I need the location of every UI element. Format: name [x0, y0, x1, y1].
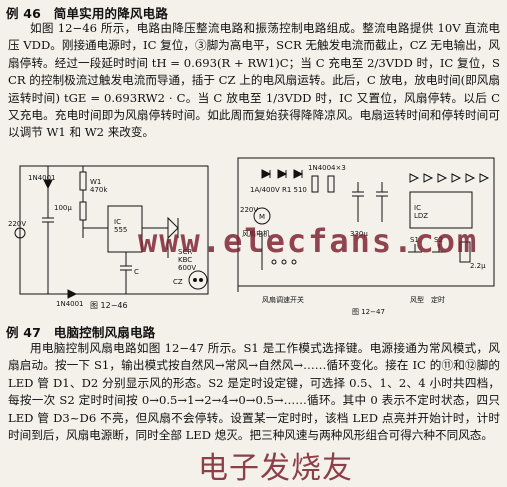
- fan-motor-label: 风扇电机: [242, 229, 270, 238]
- fan-symbol-label: M: [259, 213, 265, 221]
- s1-label: S1: [410, 236, 419, 244]
- diode-label-47: 1N4004×3: [308, 164, 346, 172]
- mode-timer-label: 风型 定时: [410, 295, 445, 304]
- v1-label: 1A/400V R1 510: [250, 186, 307, 194]
- voltage-label: 220V: [8, 220, 26, 228]
- example-46-paragraph: 如图 12−46 所示，电路由降压整流电路和振荡控制电路组成。整流电路提供 10…: [8, 21, 500, 140]
- cap-100-label: 100μ: [54, 204, 72, 212]
- voltage-label-47: 220V: [240, 206, 258, 214]
- diode-top-label: 1N4001: [28, 174, 56, 182]
- cz-label: CZ: [173, 278, 183, 286]
- cap-2-2-label: 2.2μ: [470, 262, 486, 270]
- cap-330-label: 330μ: [350, 230, 368, 238]
- speed-switch-label: 风扇调速开关: [262, 295, 304, 304]
- example-47-paragraph: 用电脑控制风扇电路如图 12−47 所示。S1 是工作模式选择键。电源接通为常风…: [8, 341, 500, 443]
- s2-label: S2: [434, 236, 443, 244]
- diode-bottom-label: 1N4001: [56, 300, 84, 308]
- example-47-heading: 例 47 电脑控制风扇电路: [6, 325, 156, 340]
- example-46-heading: 例 46 简单实用的降风电路: [6, 6, 169, 21]
- figure-12-46-caption: 图 12−46: [90, 301, 128, 310]
- figure-12-47-caption: 图 12−47: [352, 308, 385, 316]
- cap-c-label: C: [134, 268, 139, 276]
